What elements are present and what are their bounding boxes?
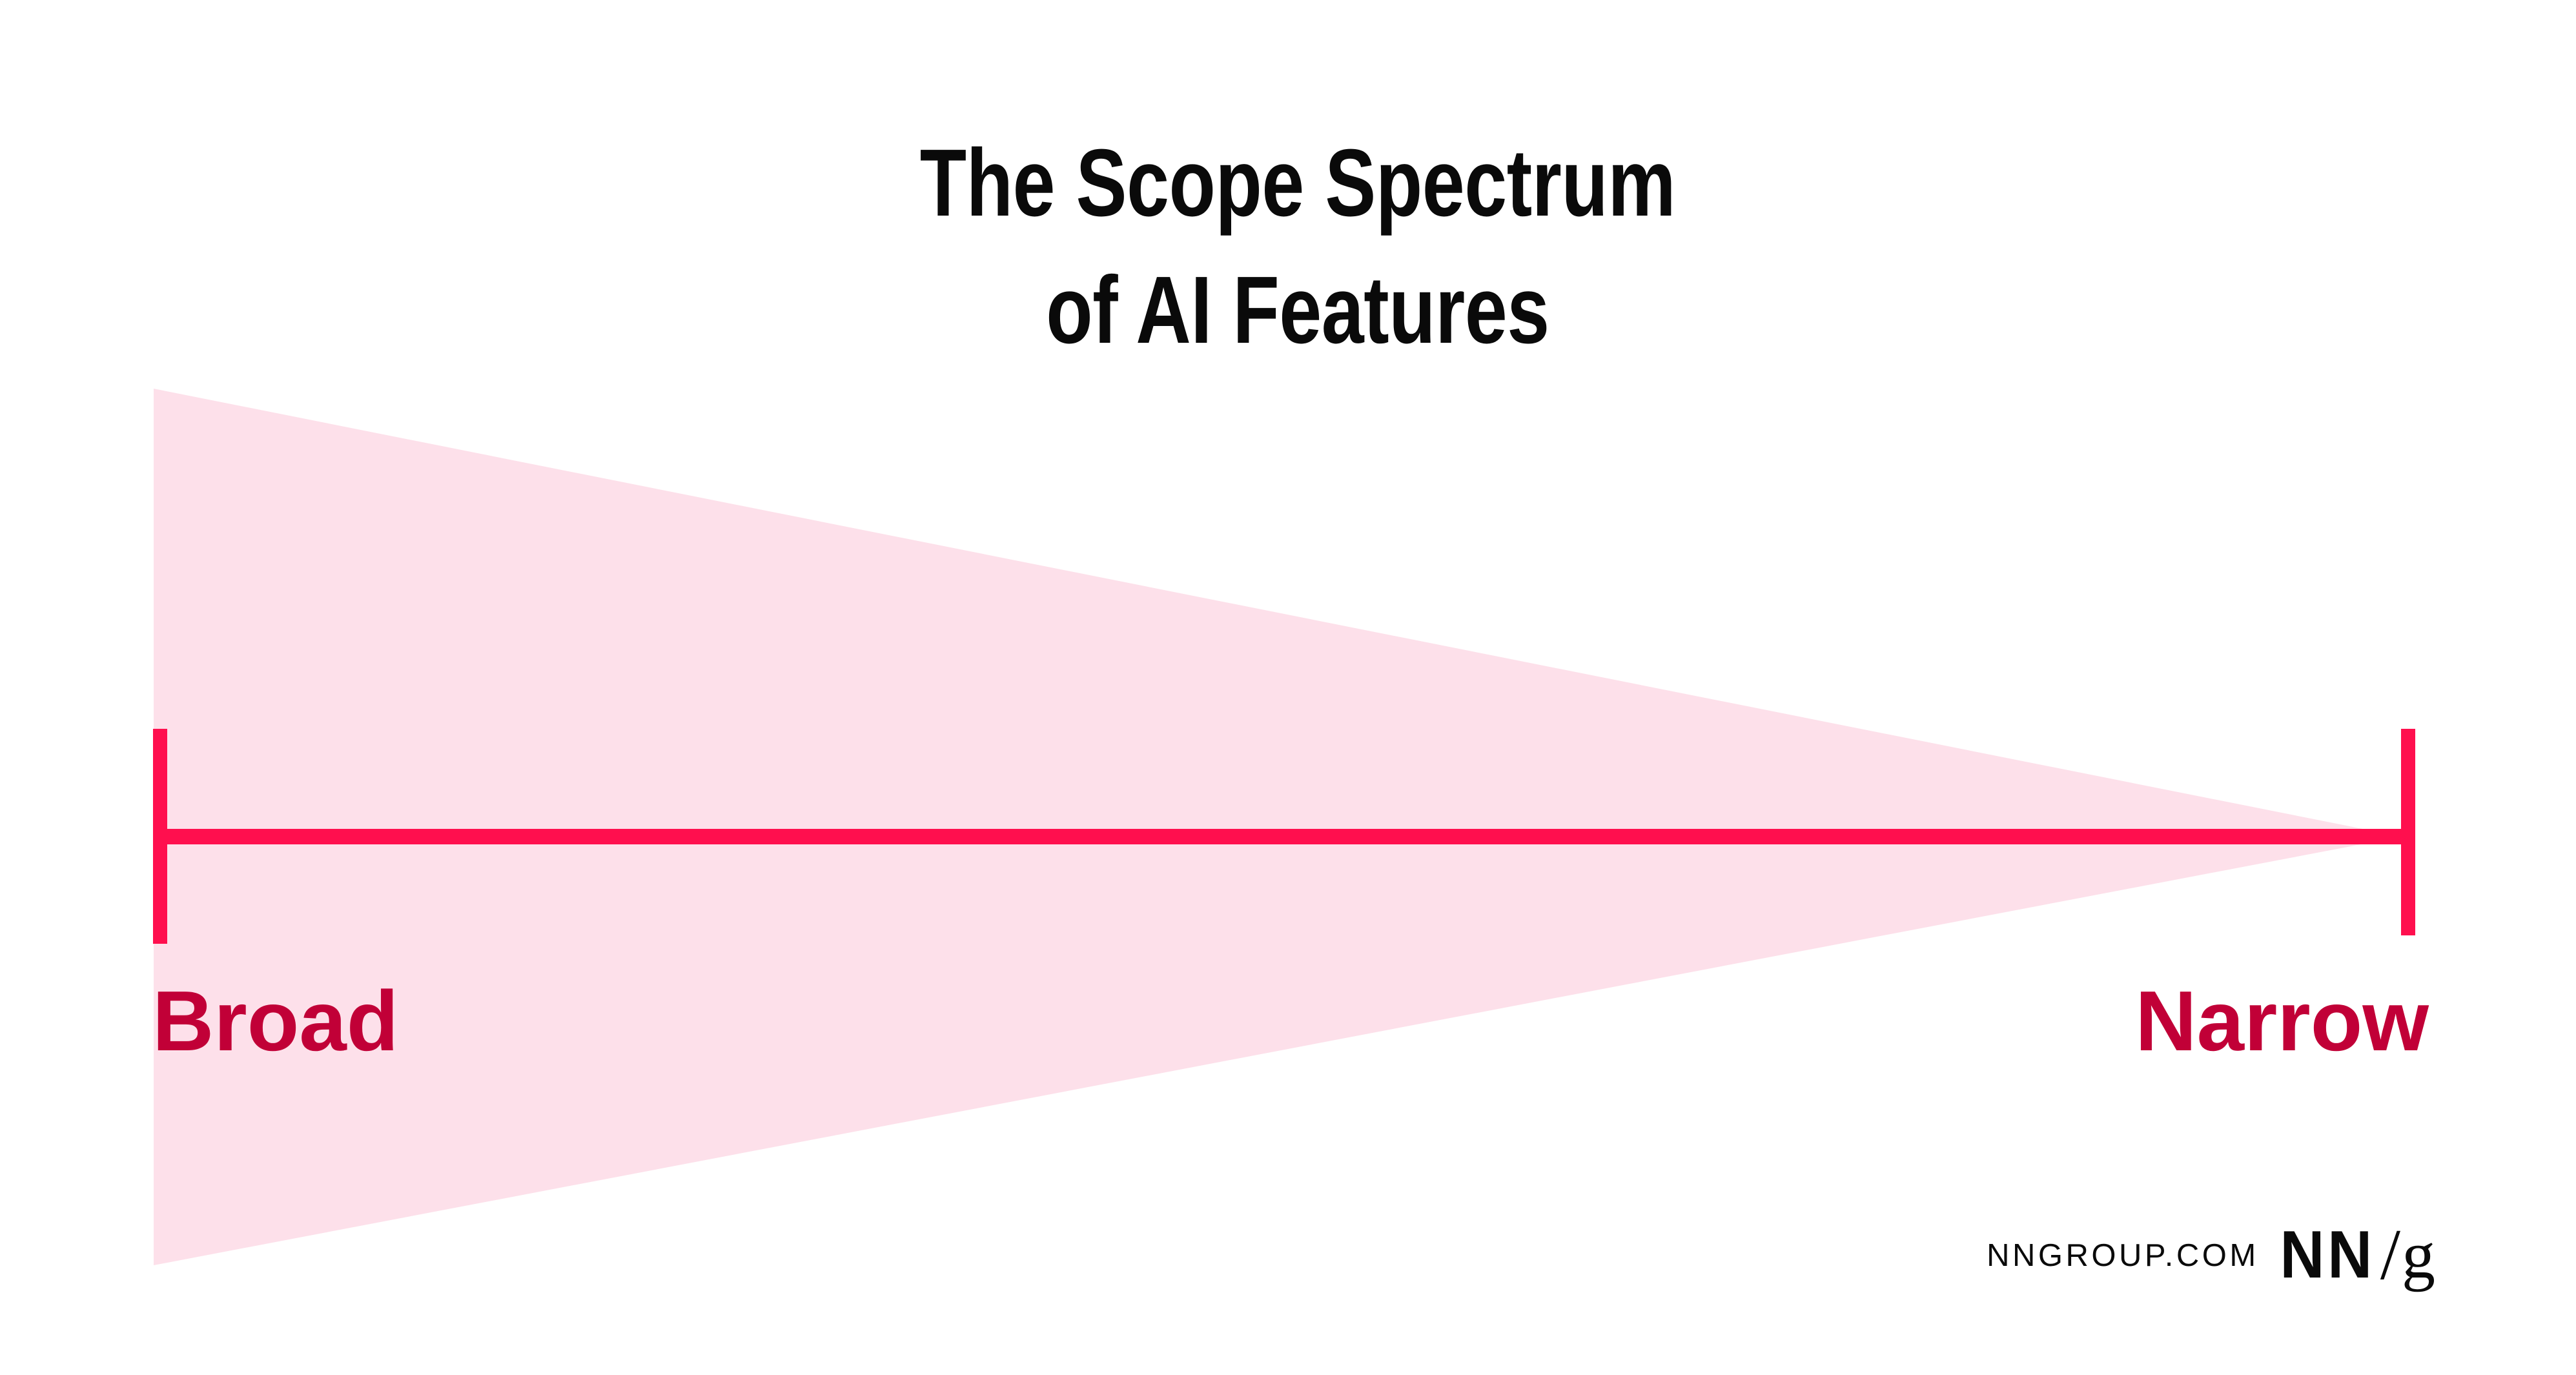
- scope-wedge-shape: [154, 389, 2402, 1265]
- footer-branding: NNGROUP.COM NN / g: [1987, 1215, 2435, 1295]
- axis-tick-right: [2401, 729, 2415, 935]
- nngroup-url: NNGROUP.COM: [1987, 1238, 2259, 1273]
- logo-g-text: g: [2402, 1218, 2435, 1292]
- logo-nn-text: NN: [2280, 1217, 2375, 1292]
- spectrum-label-narrow: Narrow: [2135, 973, 2429, 1068]
- logo-slash-icon: /: [2380, 1215, 2400, 1295]
- spectrum-axis-line: [153, 829, 2415, 844]
- spectrum-label-broad: Broad: [152, 973, 399, 1068]
- nng-logo: NN / g: [2276, 1215, 2435, 1295]
- axis-tick-left: [153, 729, 167, 944]
